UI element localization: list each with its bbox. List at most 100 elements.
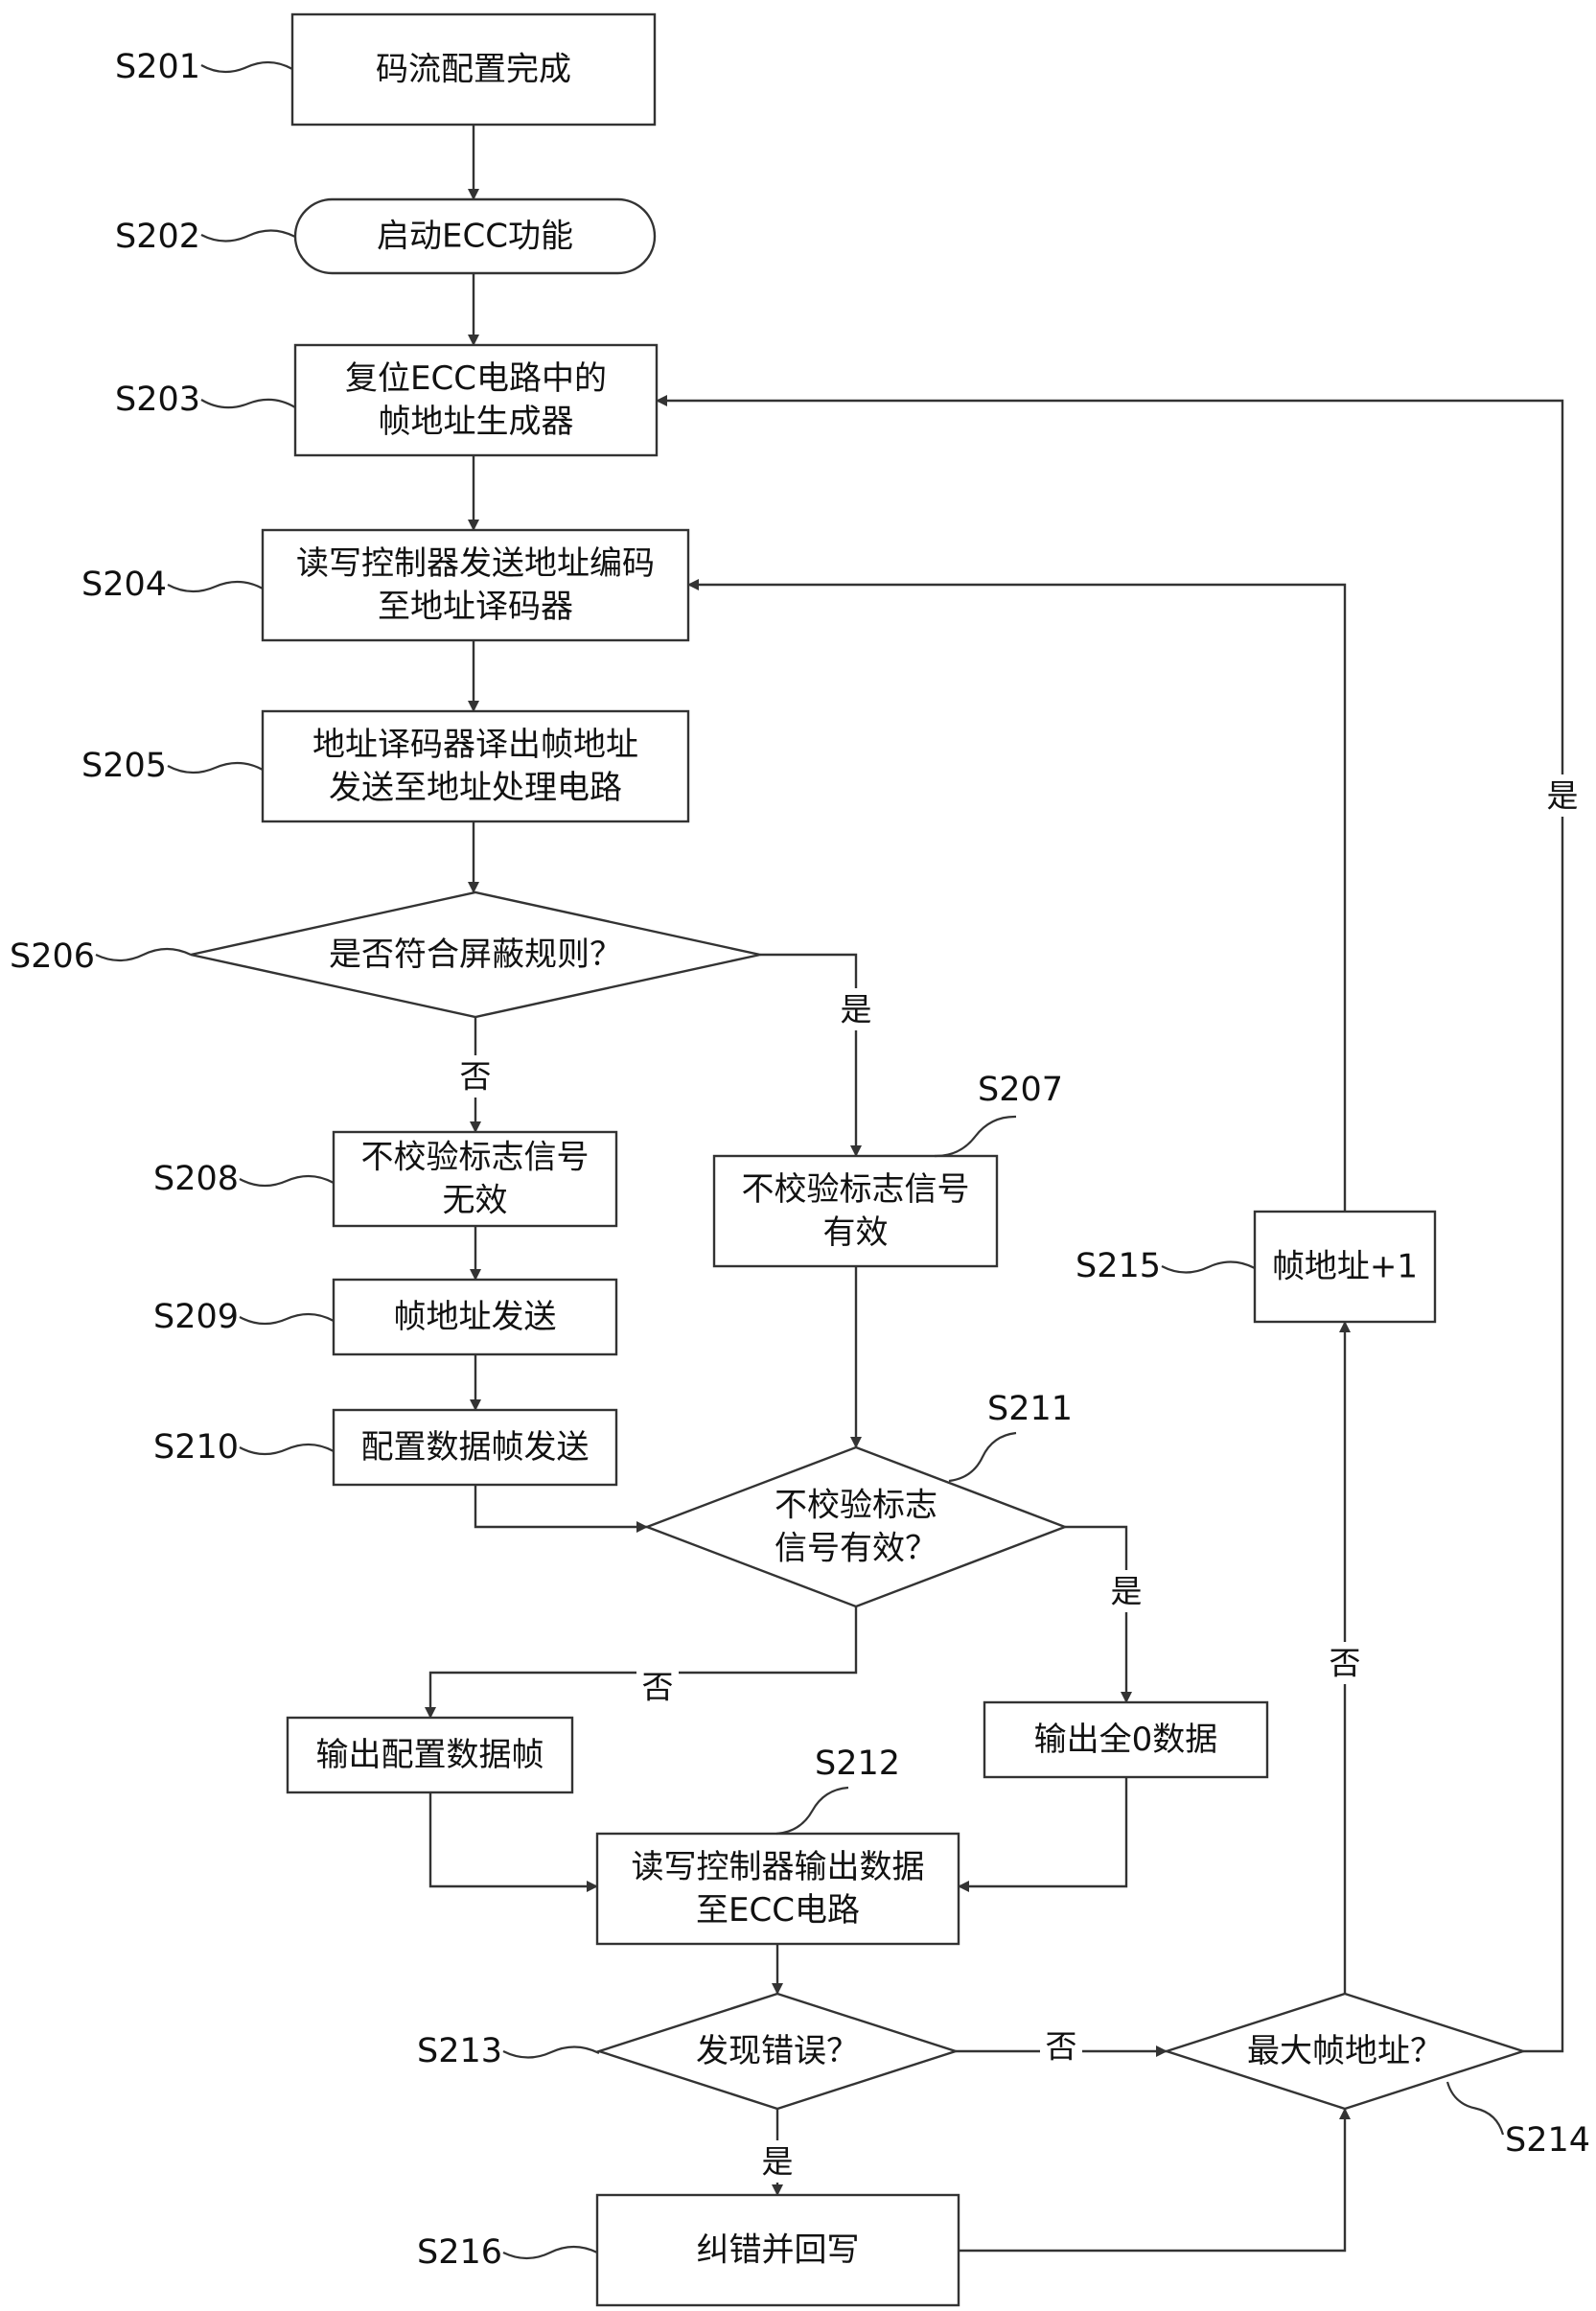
step-label-s215: S215 [1076,1247,1256,1285]
branch-s206-no: 否 [454,1055,497,1098]
flow-connectors [425,125,1564,2253]
step-label-s213: S213 [417,2032,600,2070]
process-box [983,1700,1269,1779]
node-text-line: 不校验标志 [775,1487,937,1525]
step-label-s201: S201 [115,48,293,86]
node-text-line: 复位ECC电路中的 [345,359,607,398]
node-s215: 帧地址+1 [1253,1210,1437,1324]
leader-line [1446,2081,1505,2136]
step-label-text: S207 [978,1071,1063,1109]
leader-line [1161,1260,1256,1274]
decision-diamond [595,1992,960,2111]
branch-s211-no: 否 [636,1666,679,1708]
step-label-s208: S208 [153,1160,335,1198]
connector-s216-s214 [959,2108,1351,2253]
step-label-s203: S203 [115,381,296,419]
process-box [261,709,690,823]
node-text-line: 帧地址生成器 [379,403,574,441]
step-label-text: S214 [1505,2121,1590,2160]
step-label-text: S205 [81,747,167,785]
node-s214: 最大帧地址？ [1163,1992,1527,2111]
leader-line [200,229,296,243]
step-label-text: S208 [153,1160,239,1198]
branch-label-bg [636,1666,679,1708]
node-text-line: 有效 [823,1213,889,1252]
decision-diamond [190,890,761,1019]
leader-line [167,580,264,593]
flow-nodes: 码流配置完成启动ECC功能复位ECC电路中的帧地址生成器读写控制器发送地址编码至… [190,12,1527,2307]
connector-s214-s203 [656,395,1564,2053]
process-box [261,528,690,642]
node-out-frame: 输出配置数据帧 [286,1716,574,1794]
step-label-text: S210 [153,1428,239,1467]
leader-line [502,2045,600,2059]
process-box [286,1716,574,1794]
connector-s211-outzero [1065,1525,1132,1703]
step-label-s209: S209 [153,1298,335,1336]
node-s209: 帧地址发送 [332,1278,618,1356]
step-label-text: S204 [81,566,167,604]
branch-s213-yes: 是 [756,2140,798,2183]
node-text-line: 发现错误？ [696,2032,859,2070]
step-label-text: S206 [10,937,95,976]
step-label-text: S201 [115,48,200,86]
branch-label-bg [1040,2025,1082,2068]
branch-label-bg [835,988,877,1030]
node-text-line: 发送至地址处理电路 [329,769,622,807]
step-label-s206: S206 [10,937,192,976]
step-labels: S201S202S203S204S205S206S208S209S210S213… [10,48,1590,2272]
process-box [332,1408,618,1487]
step-label-s202: S202 [115,218,296,256]
node-text-line: 启动ECC功能 [377,218,573,256]
node-text-line: 不校验标志信号 [742,1170,970,1209]
node-text-line: 无效 [443,1182,508,1220]
process-box [595,1832,960,1946]
branch-label-bg [1324,1642,1366,1684]
node-s210: 配置数据帧发送 [332,1408,618,1487]
step-label-text: S209 [153,1298,239,1336]
connector-s215-s204 [687,579,1347,1212]
connector-s206-s207 [760,953,862,1157]
leader-line [239,1174,335,1188]
leader-line [239,1443,335,1456]
step-label-s204: S204 [81,566,264,604]
process-box [293,343,659,457]
node-text-line: 地址译码器译出帧地址 [312,726,638,764]
node-out-zero: 输出全0数据 [983,1700,1269,1779]
branch-label-bg [1105,1570,1147,1612]
node-text-line: 帧地址发送 [394,1298,557,1336]
step-label-s207: S207 [934,1071,1063,1158]
leader-line [239,1312,335,1326]
leader-line [775,1786,849,1836]
step-label-text: S215 [1076,1247,1161,1285]
node-s201: 码流配置完成 [290,12,657,127]
process-box [712,1154,999,1268]
branch-label-text: 是 [762,2143,794,2181]
decision-diamond [1163,1992,1527,2111]
branch-s206-yes: 是 [835,988,877,1030]
process-box [595,2193,960,2307]
branch-label-text: 否 [642,1669,674,1706]
branch-s214-yes: 是 [1541,774,1584,817]
node-text-line: 不校验标志信号 [361,1139,590,1177]
branch-s213-no: 否 [1040,2025,1082,2068]
branch-label-text: 是 [841,991,872,1028]
step-label-s214: S214 [1446,2081,1590,2160]
node-text-line: 信号有效？ [775,1530,937,1568]
connector-outframe-s212 [428,1792,598,1892]
node-s213: 发现错误？ [595,1992,960,2111]
node-text-line: 读写控制器输出数据 [632,1848,925,1886]
step-label-text: S212 [815,1745,900,1783]
node-s216: 纠错并回写 [595,2193,960,2307]
node-text-line: 输出配置数据帧 [316,1736,544,1774]
step-label-text: S202 [115,218,200,256]
leader-line [502,2245,598,2260]
node-text-line: 至ECC电路 [696,1891,860,1930]
connector-outzero-s212 [958,1777,1128,1892]
